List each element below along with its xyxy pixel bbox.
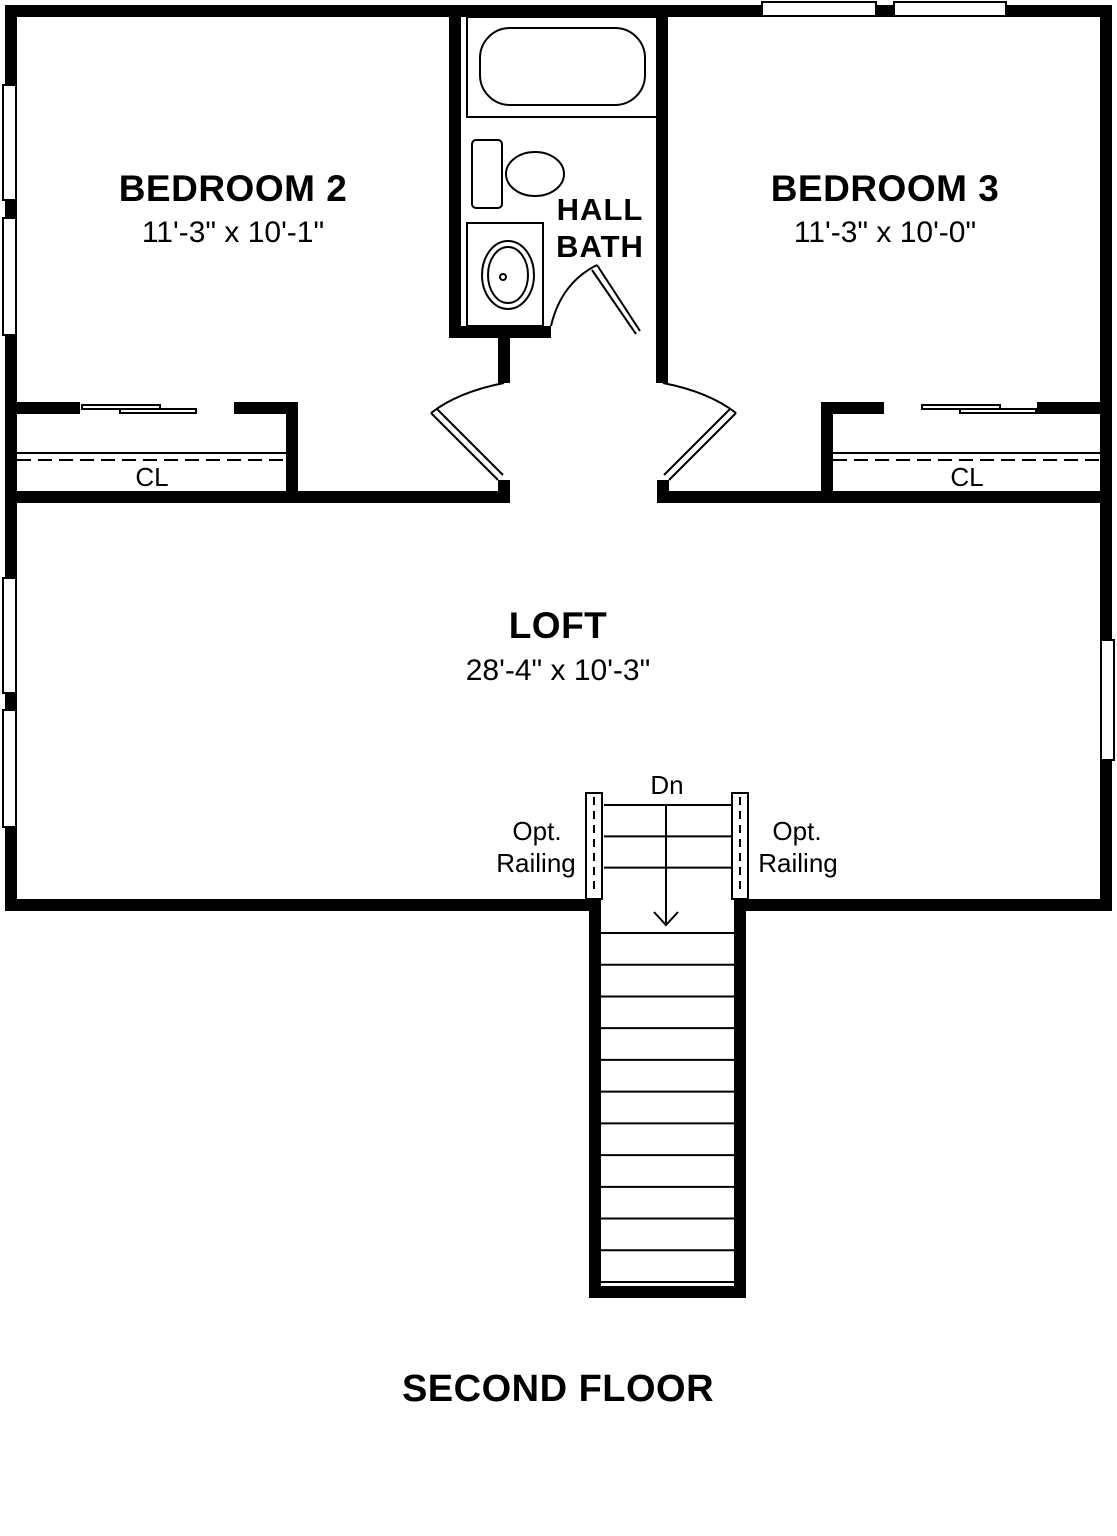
toilet [471,139,565,209]
windows [2,1,1115,828]
bedroom-2-name: BEDROOM 2 [118,168,348,209]
stairs [601,804,734,1283]
railing-right-line1: Opt. [772,816,822,846]
bedroom-3-size: 11'-3" x 10'-0" [793,216,977,249]
closet-left-label: CL [135,462,169,492]
railing-right-line2: Railing [758,848,838,878]
railings [585,792,749,900]
floor-title: SECOND FLOOR [401,1368,715,1410]
interior-walls [11,11,1106,1298]
hall-bath-label-line1: HALL [556,192,644,227]
stairs-direction-label: Dn [650,770,684,800]
hall-bath-label-line2: BATH [556,229,644,264]
bedroom-2-size: 11'-3" x 10'-1" [141,216,325,249]
doors [430,264,737,481]
closet-details [17,404,1100,461]
bathtub [466,16,658,118]
bedroom-3-name: BEDROOM 3 [770,168,1000,209]
loft-name: LOFT [508,605,608,646]
loft-size: 28'-4" x 10'-3" [465,654,651,687]
exterior-walls [5,5,1112,911]
railing-left-line1: Opt. [512,816,562,846]
sink-vanity [466,222,544,327]
railing-left-line2: Railing [496,848,576,878]
closet-right-label: CL [950,462,984,492]
